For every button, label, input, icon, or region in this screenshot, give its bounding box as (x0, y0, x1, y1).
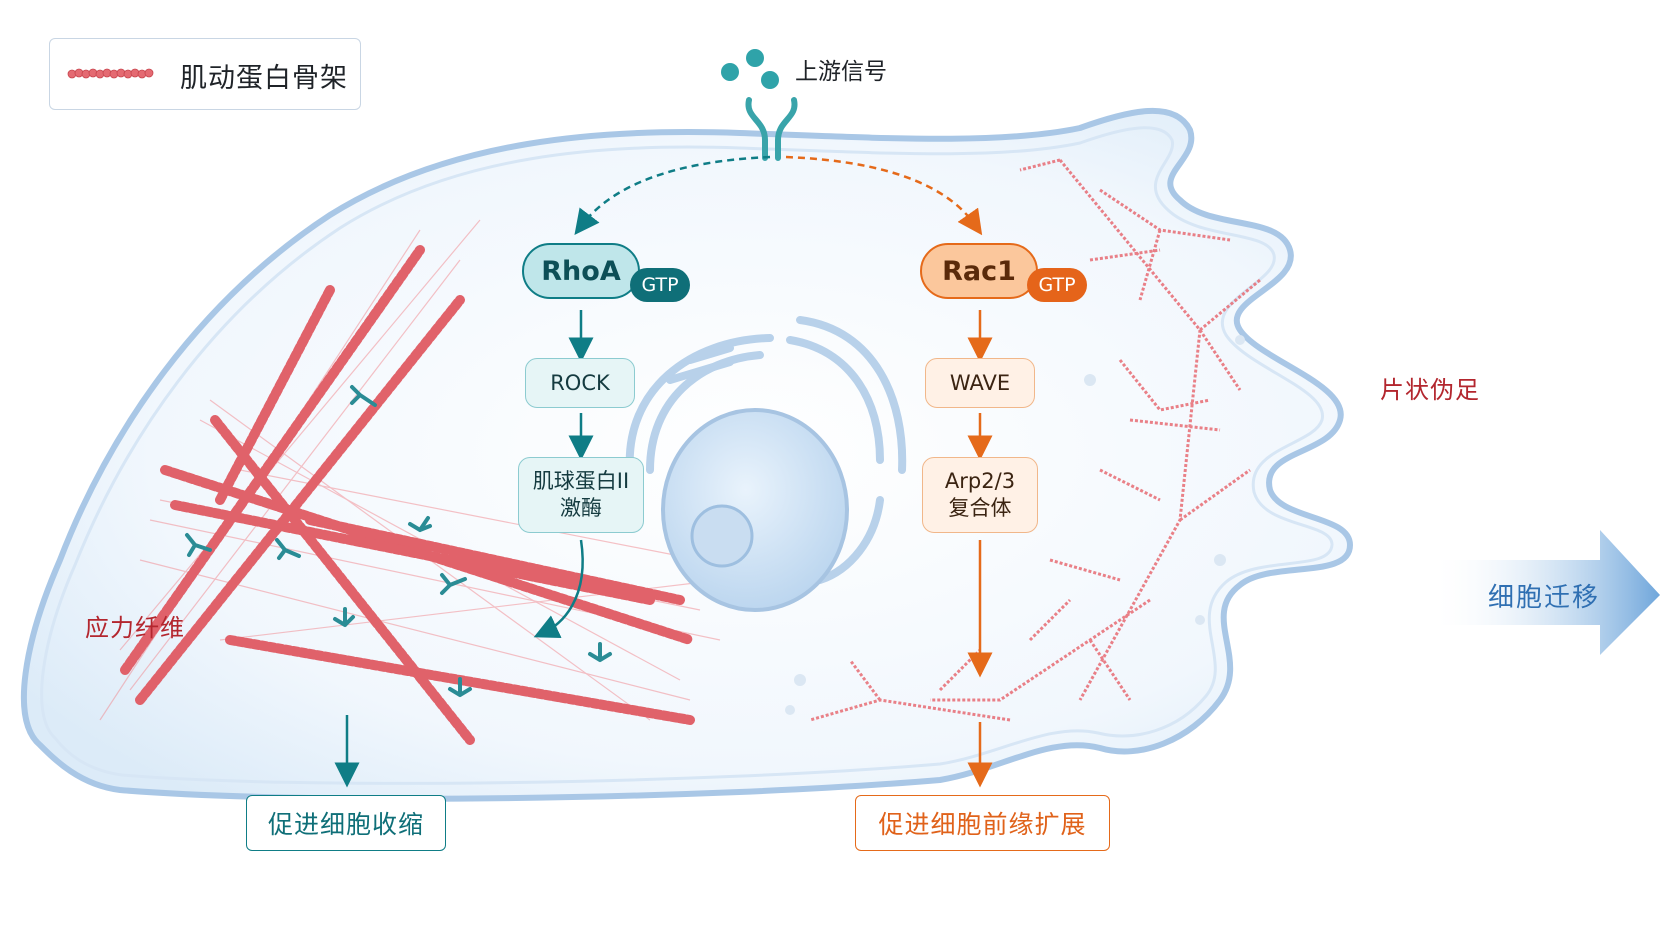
rhoa-pathway-arrows (334, 310, 594, 788)
legend-label: 肌动蛋白骨架 (180, 63, 348, 94)
endoplasmic-reticulum (625, 316, 907, 584)
leading-edge-extension-outcome: 促进细胞前缘扩展 (855, 795, 1110, 851)
legend: 肌动蛋白骨架 (49, 38, 361, 110)
upstream-signal-label: 上游信号 (795, 59, 887, 85)
actin-filament-icon (67, 68, 154, 79)
integrin-icons (185, 385, 612, 697)
stress-fiber-label: 应力纤维 (85, 614, 185, 642)
branched-actin-network (809, 158, 1261, 722)
rhoa-gtp-badge: GTP (630, 268, 690, 302)
arp23-complex-node: Arp2/3 复合体 (922, 457, 1038, 533)
receptor-to-rhoa-arrow (574, 155, 771, 235)
receptor-to-rac1-arrow (785, 155, 983, 236)
cell-contraction-outcome: 促进细胞收缩 (246, 795, 446, 851)
myosin-kinase-node: 肌球蛋白II 激酶 (518, 457, 644, 533)
upstream-signal-molecules (721, 49, 779, 89)
actin-dots (785, 335, 1245, 715)
rac1-node: Rac1 (920, 243, 1038, 299)
migration-arrow (1430, 530, 1660, 655)
wave-node: WAVE (925, 358, 1035, 408)
cell-migration-label: 细胞迁移 (1488, 583, 1601, 613)
rac1-gtp-badge: GTP (1027, 268, 1087, 302)
stress-fibers (99, 219, 721, 745)
lamellipodium-label: 片状伪足 (1380, 376, 1480, 404)
rhoa-node: RhoA (522, 243, 640, 299)
nucleus (661, 408, 849, 612)
receptor-icon (745, 97, 798, 161)
rock-node: ROCK (525, 358, 635, 408)
